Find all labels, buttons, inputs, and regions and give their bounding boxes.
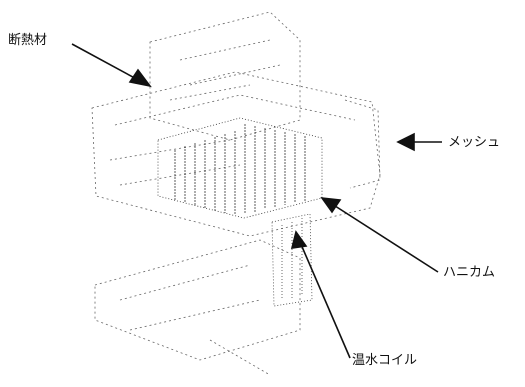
housing-outline bbox=[91, 71, 381, 237]
honeycomb-label: ハニカム bbox=[443, 265, 496, 280]
insulation-inner-lines bbox=[169, 39, 281, 101]
insulation-label: 断熱材 bbox=[8, 33, 48, 48]
mesh-frame bbox=[344, 99, 381, 189]
insulation-outline bbox=[149, 11, 301, 141]
mesh-label: メッシュ bbox=[448, 135, 501, 150]
hot-water-coil-block bbox=[271, 213, 313, 307]
honeycomb-block bbox=[157, 117, 323, 219]
mesh-arrowhead bbox=[396, 132, 415, 152]
insulation-arrow-line bbox=[71, 43, 143, 83]
coil-arrow-line bbox=[299, 241, 351, 359]
honeycomb-arrow-line bbox=[331, 203, 439, 273]
lower-duct-lines bbox=[119, 264, 271, 376]
lower-duct-outline bbox=[94, 239, 301, 361]
coil-arrowhead bbox=[290, 230, 308, 249]
housing-inner-lines bbox=[109, 94, 356, 186]
insulation-arrowhead bbox=[128, 68, 152, 88]
honeycomb-arrowhead bbox=[320, 197, 342, 214]
hot-water-coil-label: 温水コイル bbox=[352, 353, 418, 368]
